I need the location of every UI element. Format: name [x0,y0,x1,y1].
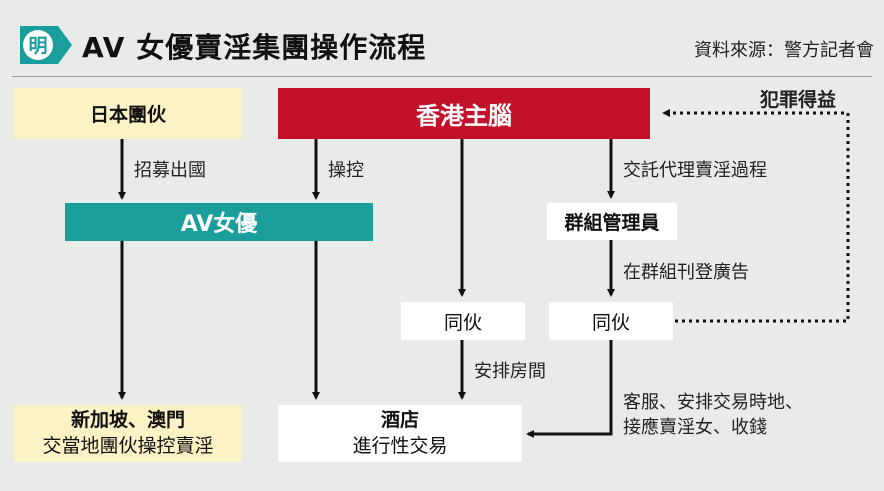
label-room: 安排房間 [474,361,546,382]
node-accomplice-1: 同伙 [401,302,525,340]
label-service-line2: 接應賣淫女、收錢 [623,417,767,439]
arrow-accomplice2-to-hotel [526,340,613,438]
node-hk-mastermind: 香港主腦 [278,88,650,139]
node-singapore-macau-title: 新加坡、澳門 [70,408,185,431]
node-group-admin: 群組管理員 [547,203,677,240]
node-group-admin-label: 群組管理員 [564,212,660,234]
newspaper-logo: 明 [20,26,72,64]
node-hotel-title: 酒店 [380,408,419,431]
node-accomplice-2-label: 同伙 [591,311,630,334]
label-delegate: 交託代理賣淫過程 [623,160,767,181]
header-divider [12,76,872,77]
node-hotel: 酒店 進行性交易 [278,405,522,462]
node-japan-gang-label: 日本團伙 [89,104,166,126]
node-singapore-macau-desc: 交當地團伙操控賣淫 [42,434,214,457]
node-hotel-desc: 進行性交易 [352,434,448,457]
source-note: 資料來源：警方記者會 [694,40,874,61]
node-accomplice-1-label: 同伙 [443,311,482,334]
arrow-proceeds-loop [662,109,850,323]
node-hk-mastermind-label: 香港主腦 [416,102,512,130]
label-ads: 在群組刊登廣告 [623,262,749,283]
label-control: 操控 [328,160,364,181]
label-service-line1: 客服、安排交易時地、 [623,392,803,413]
node-japan-gang: 日本團伙 [14,88,242,139]
label-proceeds: 犯罪得益 [760,89,837,111]
node-accomplice-2: 同伙 [549,302,673,340]
label-service: 客服、安排交易時地、 接應賣淫女、收錢 [623,390,803,440]
node-av-actress: AV女優 [65,203,373,241]
node-av-actress-label: AV女優 [180,212,258,237]
page-title: AV 女優賣淫集團操作流程 [82,31,427,64]
logo-char: 明 [28,35,47,57]
node-singapore-macau: 新加坡、澳門 交當地團伙操控賣淫 [14,405,242,462]
label-recruit: 招募出國 [134,160,206,181]
